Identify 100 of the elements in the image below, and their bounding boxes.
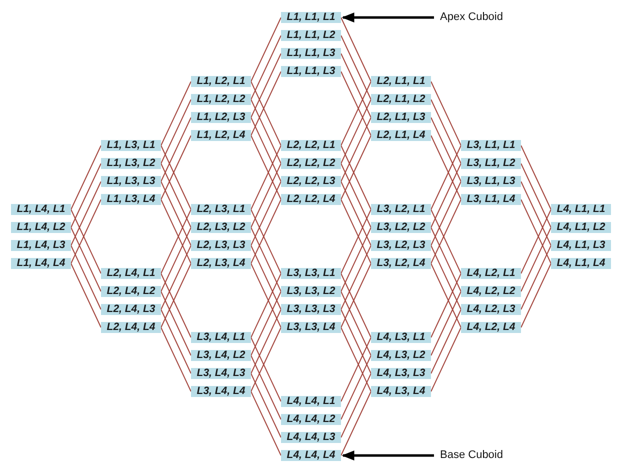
- cuboid-label: L2, L3, L4: [191, 258, 251, 269]
- connector-line: [430, 181, 462, 246]
- cuboid-label: L1, L4, L1: [11, 204, 71, 215]
- cuboid-label: L3, L2, L4: [371, 258, 431, 269]
- connector-line: [160, 145, 192, 210]
- cuboid-label: L3, L4, L4: [191, 386, 251, 397]
- connector-line: [340, 35, 372, 100]
- connector-line: [250, 263, 282, 328]
- cuboid-label: L1, L2, L2: [191, 94, 251, 105]
- connector-line: [340, 391, 372, 456]
- cuboid-label: L3, L3, L4: [281, 322, 341, 333]
- connector-line: [250, 71, 282, 136]
- connector-line: [340, 99, 372, 164]
- cuboid-label: L4, L1, L2: [551, 222, 611, 233]
- cuboid-label: L3, L4, L1: [191, 332, 251, 343]
- connector-line: [250, 273, 282, 338]
- connector-line: [160, 327, 192, 392]
- cuboid-label: L4, L3, L4: [371, 386, 431, 397]
- annotation-text: Apex Cuboid: [440, 11, 503, 24]
- cuboid-label: L1, L2, L3: [191, 112, 251, 123]
- connector-line: [250, 245, 282, 310]
- connector-line: [340, 327, 372, 392]
- connector-line: [340, 373, 372, 438]
- cuboid-label: L1, L3, L4: [101, 194, 161, 205]
- cuboid-label: L1, L2, L1: [191, 76, 251, 87]
- cuboid-label: L2, L3, L3: [191, 240, 251, 251]
- connector-line: [430, 199, 462, 264]
- connector-line: [250, 199, 282, 264]
- connector-line: [160, 263, 192, 328]
- connector-line: [160, 117, 192, 182]
- cuboid-label: L2, L3, L1: [191, 204, 251, 215]
- connector-line: [340, 291, 372, 356]
- cuboid-label: L3, L3, L3: [281, 304, 341, 315]
- connector-line: [70, 263, 102, 328]
- connector-line: [430, 227, 462, 292]
- cuboid-label: L4, L1, L4: [551, 258, 611, 269]
- connector-line: [340, 81, 372, 146]
- connector-line: [430, 263, 462, 328]
- connector-line: [250, 209, 282, 274]
- connector-line: [430, 209, 462, 274]
- connector-line: [340, 117, 372, 182]
- cuboid-label: L1, L4, L2: [11, 222, 71, 233]
- cuboid-label: L2, L4, L4: [101, 322, 161, 333]
- connector-line: [250, 373, 282, 438]
- connector-line: [160, 227, 192, 292]
- cuboid-label: L3, L1, L2: [461, 158, 521, 169]
- connector-line: [160, 81, 192, 146]
- annotation-text: Base Cuboid: [440, 449, 503, 462]
- connector-line: [520, 181, 552, 246]
- cuboid-label: L3, L4, L3: [191, 368, 251, 379]
- arrow: [342, 450, 434, 460]
- connector-line: [250, 99, 282, 164]
- cuboid-label: L1, L4, L3: [11, 240, 71, 251]
- connector-line: [430, 145, 462, 210]
- cuboid-label: L2, L2, L2: [281, 158, 341, 169]
- cuboid-label: L1, L1, L1: [281, 12, 341, 23]
- cuboid-label: L4, L2, L4: [461, 322, 521, 333]
- cuboid-label: L1, L3, L1: [101, 140, 161, 151]
- connector-line: [430, 81, 462, 146]
- cuboid-label: L4, L2, L3: [461, 304, 521, 315]
- connector-line: [340, 273, 372, 338]
- cuboid-label: L4, L1, L3: [551, 240, 611, 251]
- connector-line: [340, 71, 372, 136]
- cuboid-label: L1, L2, L4: [191, 130, 251, 141]
- connector-line: [250, 145, 282, 210]
- connector-line: [340, 53, 372, 118]
- cuboid-label: L2, L2, L3: [281, 176, 341, 187]
- connector-line: [430, 99, 462, 164]
- cuboid-label: L4, L1, L1: [551, 204, 611, 215]
- cuboid-label: L2, L1, L2: [371, 94, 431, 105]
- cuboid-label: L3, L2, L2: [371, 222, 431, 233]
- connector-line: [340, 145, 372, 210]
- connector-line: [160, 273, 192, 338]
- connector-line: [250, 391, 282, 456]
- connector-line: [160, 291, 192, 356]
- connector-line: [520, 209, 552, 274]
- cuboid-label: L3, L1, L1: [461, 140, 521, 151]
- connector-line: [520, 227, 552, 292]
- connector-line: [70, 181, 102, 246]
- connector-line: [70, 209, 102, 274]
- cuboid-label: L1, L3, L3: [101, 176, 161, 187]
- connector-line: [430, 273, 462, 338]
- connector-line: [520, 245, 552, 310]
- cuboid-label: L4, L3, L2: [371, 350, 431, 361]
- cuboid-label: L4, L4, L4: [281, 450, 341, 461]
- cuboid-label: L1, L1, L2: [281, 30, 341, 41]
- cuboid-label: L1, L4, L4: [11, 258, 71, 269]
- cuboid-label: L3, L3, L2: [281, 286, 341, 297]
- connector-line: [250, 163, 282, 228]
- connector-line: [340, 245, 372, 310]
- connector-line: [250, 53, 282, 118]
- connector-line: [250, 17, 282, 82]
- cuboid-label: L2, L4, L2: [101, 286, 161, 297]
- connector-line: [430, 309, 462, 374]
- connector-line: [250, 181, 282, 246]
- connector-line: [340, 309, 372, 374]
- cuboid-label: L2, L1, L3: [371, 112, 431, 123]
- connector-line: [430, 117, 462, 182]
- connector-line: [520, 263, 552, 328]
- cuboid-label: L1, L1, L3: [281, 66, 341, 77]
